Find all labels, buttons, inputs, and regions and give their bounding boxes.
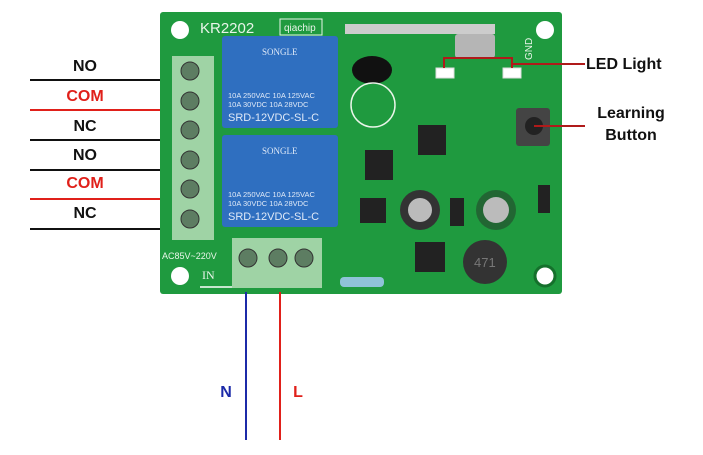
output-label-com-2: COM — [66, 175, 104, 192]
svg-text:AC85V~220V: AC85V~220V — [162, 251, 217, 261]
led-2 — [502, 67, 522, 79]
output-terminal-block — [172, 56, 214, 240]
input-terminal-block — [232, 238, 322, 288]
output-label-nc-1: NC — [73, 118, 97, 135]
output-label-nc-2: NC — [73, 205, 97, 222]
input-label-n: N — [220, 384, 232, 401]
svg-text:SRD-12VDC-SL-C: SRD-12VDC-SL-C — [228, 112, 319, 124]
model-text: KR2202 — [200, 20, 254, 37]
antenna-coil — [352, 56, 392, 84]
svg-text:10A 30VDC 10A 28VDC: 10A 30VDC 10A 28VDC — [228, 199, 309, 208]
callout-line-1: Learning — [597, 105, 665, 122]
inductor — [463, 240, 507, 284]
input-label-l: L — [293, 384, 303, 401]
svg-text:10A 250VAC 10A 125VAC: 10A 250VAC 10A 125VAC — [228, 91, 315, 100]
svg-text:SONGLE: SONGLE — [262, 47, 298, 57]
output-label-no-2: NO — [73, 147, 97, 164]
svg-text:10A 250VAC 10A 125VAC: 10A 250VAC 10A 125VAC — [228, 190, 315, 199]
output-label-no-1: NO — [73, 58, 97, 75]
resistor — [340, 277, 384, 287]
svg-text:10A 30VDC 10A 28VDC: 10A 30VDC 10A 28VDC — [228, 100, 309, 109]
led-1 — [435, 67, 455, 79]
svg-text:471: 471 — [474, 255, 496, 270]
led-light-callout: LED Light — [586, 56, 662, 73]
svg-text:qiachip: qiachip — [284, 23, 316, 34]
relay-2: SONGLE 10A 250VAC 10A 125VAC 10A 30VDC 1… — [222, 135, 338, 227]
relay-1: SONGLE 10A 250VAC 10A 125VAC 10A 30VDC 1… — [222, 36, 338, 128]
learning-button-callout: Learning Button — [586, 103, 676, 147]
output-label-com-1: COM — [66, 88, 104, 105]
output-wires — [30, 79, 175, 230]
callout-line-2: Button — [605, 127, 657, 144]
svg-text:GND: GND — [524, 38, 535, 60]
svg-text:SONGLE: SONGLE — [262, 146, 298, 156]
svg-text:SRD-12VDC-SL-C: SRD-12VDC-SL-C — [228, 211, 319, 223]
svg-text:IN: IN — [202, 268, 215, 282]
